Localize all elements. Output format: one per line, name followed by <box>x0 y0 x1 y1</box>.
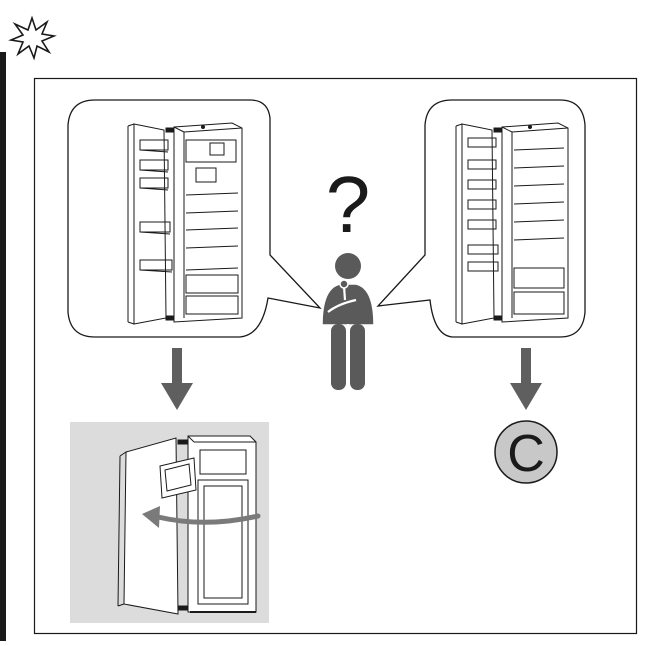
arrow-down-icon <box>161 348 193 410</box>
arrow-down-icon <box>510 348 542 410</box>
result-c-label: C <box>507 425 545 483</box>
fridge-freezer-illustration <box>127 122 243 325</box>
thinking-person-icon <box>321 253 375 390</box>
door-swing-arrow <box>142 506 261 528</box>
question-mark-icon: ? <box>326 160 371 249</box>
left-margin-bar <box>0 52 6 641</box>
starburst-icon <box>8 15 57 61</box>
result-c-badge: C <box>494 420 558 484</box>
fridge-only-illustration <box>455 122 569 325</box>
